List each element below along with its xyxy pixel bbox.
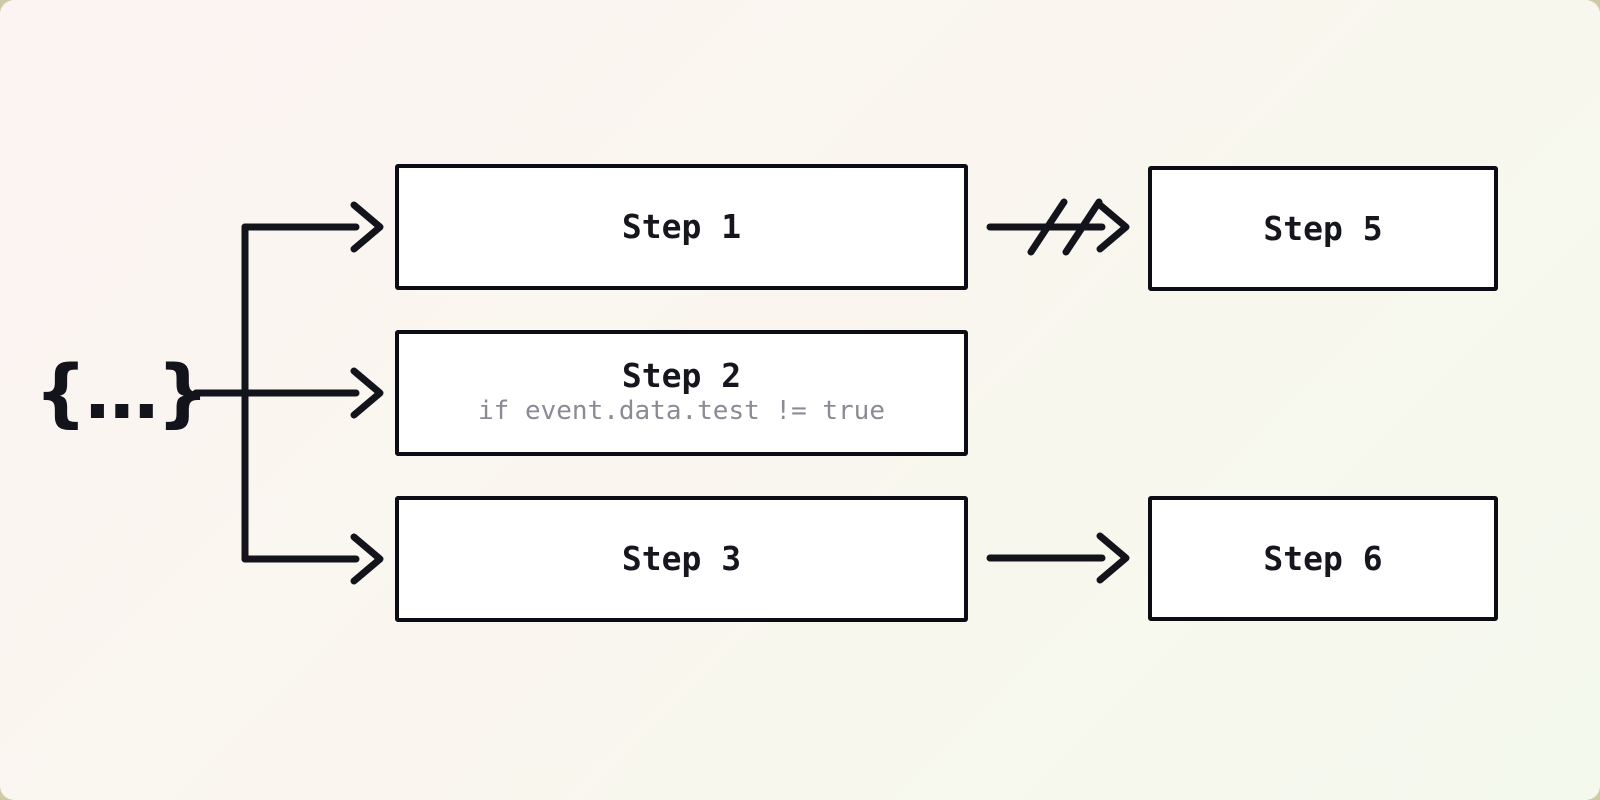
edge-step1-step5-cancelled-line (986, 201, 1130, 253)
step-title: Step 1 (621, 207, 742, 247)
edge-event-step1-line (241, 201, 384, 253)
edge-step1-step5-slash-marks (1027, 198, 1103, 256)
step-3-node[interactable]: Step 3 (395, 496, 968, 622)
event-source-trigger[interactable]: {...} (34, 338, 209, 448)
edge-event-step3-line (241, 533, 384, 585)
step-title: Step 6 (1263, 538, 1383, 578)
event-source-label: {...} (34, 350, 209, 436)
step-title: Step 3 (621, 539, 742, 579)
step-6-node[interactable]: Step 6 (1148, 496, 1498, 621)
edge-event-step2-line (192, 367, 384, 419)
step-condition: if event.data.test != true (478, 396, 885, 427)
step-2-node[interactable]: Step 2 if event.data.test != true (395, 330, 968, 456)
step-1-node[interactable]: Step 1 (395, 164, 968, 290)
step-5-node[interactable]: Step 5 (1148, 166, 1498, 291)
step-title: Step 5 (1263, 208, 1383, 248)
step-title: Step 2 (621, 356, 742, 396)
edge-step3-step6-line (986, 532, 1130, 584)
